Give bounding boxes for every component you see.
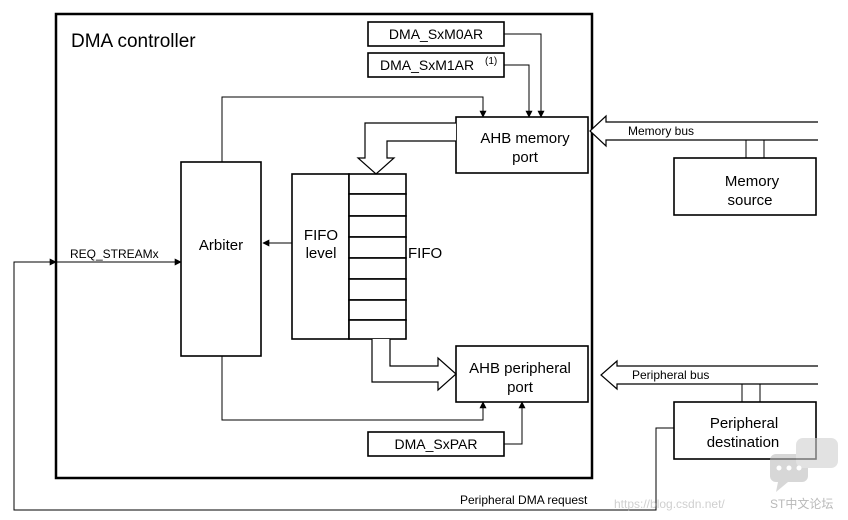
memory-source-line2: source xyxy=(727,192,772,209)
arbiter-label: Arbiter xyxy=(199,237,243,254)
fifo-level-line2: level xyxy=(306,245,337,262)
ahb-memory-port-line2: port xyxy=(512,149,539,166)
fifo-cell xyxy=(348,278,407,301)
ahb-memory-port-box xyxy=(455,116,589,174)
fifo-level-box xyxy=(291,173,350,340)
memory-bus-label: Memory bus xyxy=(628,124,694,138)
peripheral-destination-line2: destination xyxy=(707,434,780,451)
m1ar-register-label: DMA_SxM1AR xyxy=(380,57,474,73)
ahb-memory-port-line1: AHB memory xyxy=(480,130,570,147)
peripheral-dma-request-line xyxy=(13,258,674,511)
ahb-peripheral-port-line1: AHB peripheral xyxy=(469,360,571,377)
par-connector xyxy=(504,401,526,445)
fifo-cell xyxy=(348,299,407,321)
fifo-level-line1: FIFO xyxy=(304,227,338,244)
memory-bus-arrow xyxy=(589,114,818,148)
controller-title: DMA controller xyxy=(71,31,196,52)
arbiter-box xyxy=(180,161,262,357)
dma-controller-box xyxy=(54,12,594,480)
fifo-cell xyxy=(348,215,407,238)
fifo-cell xyxy=(348,236,407,259)
par-register-label: DMA_SxPAR xyxy=(395,436,478,452)
peripheral-destination-line1: Peripheral xyxy=(710,415,778,432)
fifo-cell xyxy=(348,257,407,280)
arbiter-to-memory-port xyxy=(221,96,487,162)
peripheral-bus-arrow xyxy=(600,359,818,391)
fifo-stack xyxy=(348,173,407,340)
watermark-brand: ST中文论坛 xyxy=(770,496,833,511)
fifo-cell xyxy=(348,173,407,195)
m0ar-register-box xyxy=(367,21,505,47)
memory-source-box xyxy=(673,157,817,216)
peripheral-destination-box xyxy=(673,401,817,460)
ahb-peripheral-port-line2: port xyxy=(507,379,534,396)
memory-source-line1: Memory xyxy=(725,173,780,190)
fifo-cell xyxy=(348,193,407,217)
req-stream-label: REQ_STREAMx xyxy=(70,247,159,261)
m1ar-connector xyxy=(504,64,533,118)
fifo-label: FIFO xyxy=(408,245,442,262)
watermark: https://blog.csdn.net/ ST中文论坛 xyxy=(614,438,838,511)
watermark-url: https://blog.csdn.net/ xyxy=(614,497,725,511)
chat-bubble-icon xyxy=(770,438,838,492)
m0ar-connector xyxy=(504,33,545,118)
fifo-to-peripheral-arrow xyxy=(371,339,457,392)
m1ar-footnote: (1) xyxy=(485,56,497,67)
m1ar-register-box xyxy=(367,52,505,78)
m0ar-register-label: DMA_SxM0AR xyxy=(389,26,483,42)
memory-to-fifo-arrow xyxy=(356,122,456,175)
arbiter-to-peripheral-port xyxy=(221,356,487,421)
peripheral-bus-label: Peripheral bus xyxy=(632,368,709,382)
fifo-cell xyxy=(348,319,407,340)
peripheral-dma-request-label: Peripheral DMA request xyxy=(460,493,588,507)
